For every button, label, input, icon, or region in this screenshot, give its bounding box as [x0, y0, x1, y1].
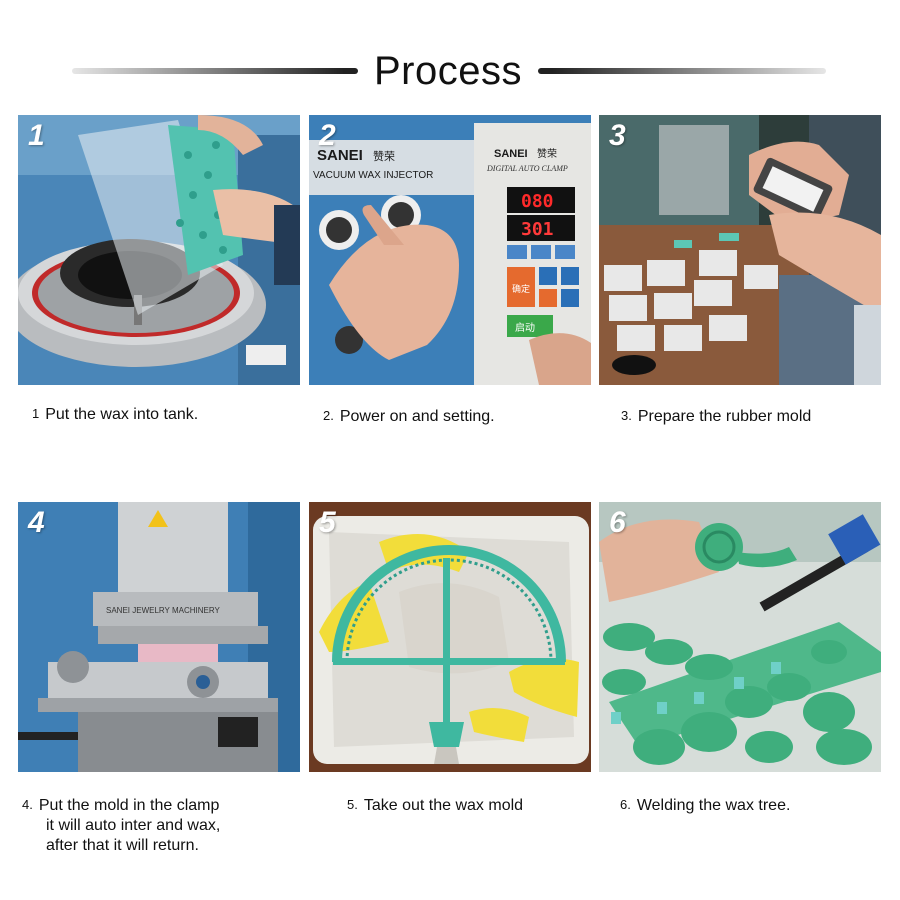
- step-2-number: 2: [319, 119, 336, 152]
- step-5-caption: 5. Take out the wax mold: [347, 795, 523, 816]
- key-start: 启动: [515, 321, 535, 334]
- step-6-index: 6.: [620, 797, 631, 812]
- step-3-number: 3: [609, 119, 626, 152]
- panel-brand: SANEI: [494, 148, 528, 160]
- display-top: 080: [521, 191, 554, 212]
- step-6-caption: 6. Welding the wax tree.: [620, 795, 790, 816]
- panel-model: DIGITAL AUTO CLAMP: [486, 164, 568, 173]
- step-2-index: 2.: [323, 408, 334, 423]
- step-5-photo: 5: [309, 502, 591, 772]
- step-5-number: 5: [319, 506, 336, 539]
- step-2-photo: SANEI 赞荣 VACUUM WAX INJECTOR SANEI 赞荣 DI…: [309, 115, 591, 385]
- display-bottom: 301: [521, 219, 554, 240]
- page-title: Process: [374, 49, 522, 93]
- header-rule-left: [72, 68, 358, 74]
- step-4-caption-line-2: it will auto inter and wax,: [46, 817, 221, 834]
- step-1-caption-line-1: Put the wax into tank.: [45, 406, 199, 423]
- header-rule-right: [538, 68, 826, 74]
- step-1-photo: 1: [18, 115, 300, 385]
- step-3-caption-line-1: Prepare the rubber mold: [637, 408, 812, 425]
- step-4-number: 4: [28, 506, 45, 539]
- step-4-photo: SANEI JEWELRY MACHINERY 4: [18, 502, 300, 772]
- step-1-caption: 1 Put the wax into tank.: [32, 404, 198, 425]
- step-4-caption-line-1: Put the mold in the clamp: [38, 797, 220, 814]
- step-5-caption-line-1: Take out the wax mold: [363, 797, 524, 814]
- step-3-caption: 3. Prepare the rubber mold: [621, 406, 811, 427]
- step-1-index: 1: [32, 406, 40, 421]
- step-4-caption: 4. Put the mold in the clamp it will auto…: [22, 795, 220, 856]
- step-2-caption: 2. Power on and setting.: [323, 406, 495, 427]
- machine-brand: SANEI: [317, 147, 363, 164]
- step-3-photo: 3: [599, 115, 881, 385]
- key-confirm: 确定: [512, 283, 530, 295]
- header: Process: [0, 40, 900, 100]
- step-3-index: 3.: [621, 408, 632, 423]
- step-6-photo: 6: [599, 502, 881, 772]
- step-4-index: 4.: [22, 797, 33, 812]
- step-1-number: 1: [28, 119, 45, 152]
- step-5-index: 5.: [347, 797, 358, 812]
- step-4-caption-line-3: after that it will return.: [46, 837, 199, 854]
- machine-plate: SANEI JEWELRY MACHINERY: [106, 606, 220, 615]
- step-2-caption-line-1: Power on and setting.: [339, 408, 495, 425]
- machine-model: VACUUM WAX INJECTOR: [313, 170, 433, 181]
- step-6-caption-line-1: Welding the wax tree.: [636, 797, 791, 814]
- panel-brand-cn: 赞荣: [537, 147, 557, 160]
- step-6-number: 6: [609, 506, 626, 539]
- machine-brand-cn: 赞荣: [373, 150, 395, 163]
